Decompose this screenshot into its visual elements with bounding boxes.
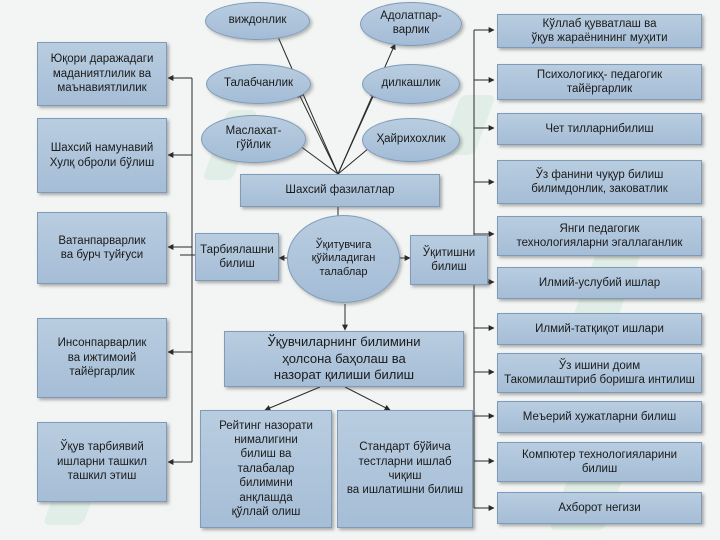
teaching-item-subject-knowledge: Ўз фанини чуқур билиш билимдонлик, заков… — [497, 160, 702, 204]
quality-friendliness: дилкашлик — [362, 64, 460, 104]
upbringing-item-patriotism: Ватанпарварлик ва бурч туйғуси — [37, 212, 167, 284]
quality-conscientiousness: виждонлик — [205, 2, 310, 40]
teaching-item-languages: Чет тилларнибилиш — [497, 113, 702, 145]
quality-advisory: Маслахат- гўйлик — [201, 115, 306, 163]
upbringing-skill-box: Тарбиялашни билиш — [195, 233, 279, 281]
teaching-item-regulations: Меъерий хужатларни билиш — [497, 401, 702, 433]
teaching-item-research: Илмий-татқиқот ишлари — [497, 313, 702, 345]
personal-qualities-box: Шахсий фазилатлар — [240, 174, 440, 207]
quality-justice: Адолатпар- варлик — [360, 2, 462, 46]
teaching-item-new-technologies: Янги педагогик технологияларни эгаллаган… — [497, 216, 702, 256]
upbringing-item-example: Шахсий намунавий Хулқ оброли бўлиш — [37, 118, 167, 193]
upbringing-item-culture: Юқори даражадаги маданиятлилик ва маънав… — [37, 42, 167, 106]
teaching-item-information-base: Ахборот негизи — [497, 492, 702, 524]
quality-benevolence: Ҳайрихохлик — [362, 118, 460, 162]
assessment-box: Ўқувчиларнинг билимини ҳолсона баҳолаш в… — [224, 331, 464, 387]
assessment-rating-box: Рейтинг назорати нималигини билиш ва тал… — [200, 410, 332, 528]
teaching-item-self-improvement: Ўз ишини доим Такомилаштириб боришга инт… — [497, 353, 702, 393]
teaching-item-computer-tech: Компютер технологияларини билиш — [497, 442, 702, 482]
upbringing-item-organization: Ўқув тарбиявий ишларни ташкил ташкил эти… — [37, 422, 167, 502]
teaching-item-methodical-work: Илмий-услубий ишлар — [497, 267, 702, 299]
teaching-skill-box: Ўқитишни билиш — [410, 235, 488, 285]
assessment-tests-box: Стандарт бўйича тестларни ишлаб чиқиш ва… — [337, 410, 473, 528]
teaching-item-support: Кўллаб қувватлаш ва ўқув жараёнининг муҳ… — [497, 14, 702, 48]
teacher-requirements-center: Ўқитувчига қўйиладиган талаблар — [287, 215, 400, 303]
upbringing-item-humanism: Инсонпарварлик ва ижтимоий тайёргарлик — [37, 318, 167, 398]
teaching-item-psychology: Психологикҳ- педагогик тайёргарлик — [497, 64, 702, 100]
quality-demandingness: Талабчанлик — [206, 64, 311, 104]
